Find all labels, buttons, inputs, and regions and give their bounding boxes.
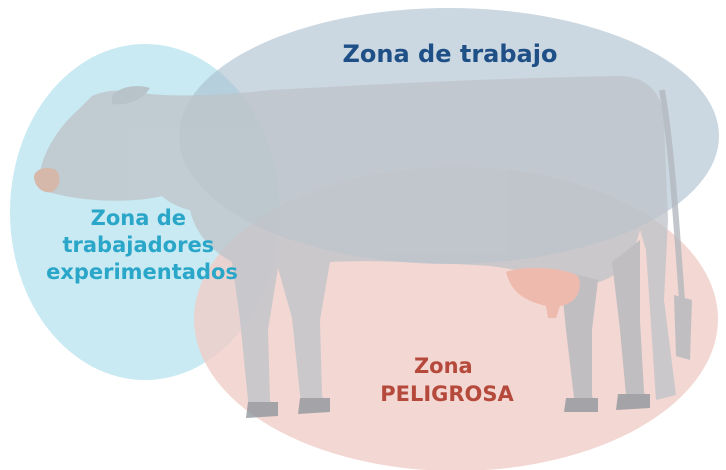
experienced-zone-label-line-2: trabajadores xyxy=(62,233,214,257)
work-zone-label: Zona de trabajo xyxy=(343,40,558,68)
cow-back-legs xyxy=(560,240,648,410)
cow-hooves xyxy=(246,394,650,418)
cow-udder xyxy=(506,267,580,318)
danger-zone-label-line-2: PELIGROSA xyxy=(380,382,514,406)
danger-zone-label: Zona PELIGROSA xyxy=(380,354,514,406)
danger-zone-label-line-1: Zona xyxy=(414,354,473,378)
cow-body xyxy=(38,76,676,416)
cow-ear xyxy=(112,86,150,105)
cow-illustration xyxy=(34,76,692,418)
cow-nose xyxy=(34,168,60,193)
experienced-zone-label-line-1: Zona de xyxy=(91,206,186,230)
cow-tail-tip xyxy=(674,295,692,360)
experienced-zone-label: Zona de trabajadores experimentados xyxy=(46,206,238,284)
cow-tail xyxy=(659,89,685,301)
experienced-zone-label-line-3: experimentados xyxy=(46,260,238,284)
